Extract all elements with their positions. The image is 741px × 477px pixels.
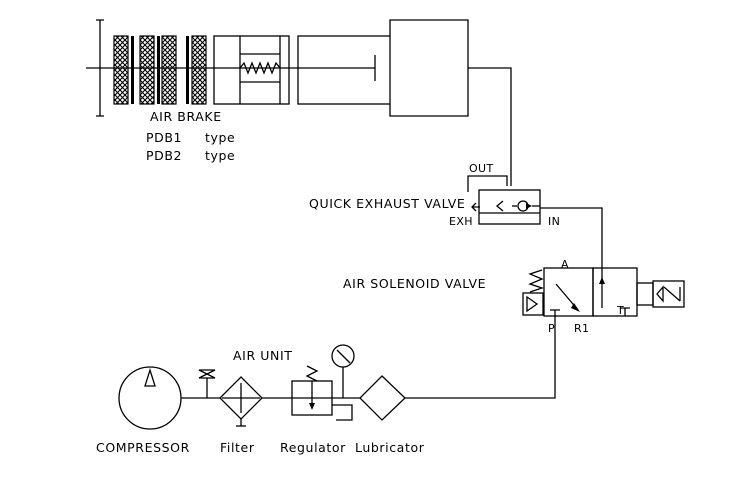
pilot-triangle-icon <box>526 295 539 313</box>
filter-label: Filter <box>220 440 255 455</box>
quick-exhaust-valve-label: QUICK EXHAUST VALVE <box>309 196 465 211</box>
regulator: Regulator <box>280 365 353 455</box>
port-p-label: P <box>548 322 555 335</box>
pdb1-type-label: type <box>205 130 235 145</box>
pressure-plate <box>131 36 134 104</box>
pilot-actuator <box>522 292 544 316</box>
compressor-body <box>118 366 182 430</box>
qev-body <box>478 189 541 225</box>
friction-disc-pack <box>113 35 207 105</box>
qev-supply-line <box>540 207 603 281</box>
port-t-label: T <box>616 304 624 317</box>
qev-in-label: IN <box>548 215 560 228</box>
supply-line <box>405 316 556 399</box>
air-solenoid-valve-label: AIR SOLENOID VALVE <box>343 276 486 291</box>
air-solenoid-valve: AIR SOLENOID VALVE A P R1 T <box>343 258 685 335</box>
solenoid-housing <box>652 280 685 308</box>
pressure-plate <box>157 36 160 104</box>
friction-disc <box>113 35 129 105</box>
exhaust-arrow-icon <box>471 202 480 212</box>
brake-chamber <box>389 19 469 117</box>
spring-housing <box>213 35 290 105</box>
air-brake-label: AIR BRAKE <box>150 109 222 124</box>
spring-icon <box>239 61 281 75</box>
lubricator-body <box>359 375 406 421</box>
brake-air-line <box>468 67 512 186</box>
air-unit-label: AIR UNIT <box>233 348 293 363</box>
qev-exh-label: EXH <box>449 215 473 228</box>
qev-out-leader <box>467 175 508 192</box>
regulator-label: Regulator <box>280 440 346 455</box>
qev-out-label: OUT <box>469 162 494 175</box>
brake-cylinder <box>297 35 391 105</box>
lubricator: Lubricator <box>355 375 425 455</box>
compressor-arrow-icon <box>144 367 156 387</box>
friction-disc <box>161 35 177 105</box>
solenoid-triangle-icon <box>656 285 664 303</box>
solenoid-coil <box>636 282 654 306</box>
return-spring-icon <box>528 269 545 293</box>
check-chevron-icon <box>495 200 504 212</box>
quick-exhaust-valve: OUT QUICK EXHAUST VALVE EXH IN <box>309 162 560 228</box>
compressor-label: COMPRESSOR <box>96 440 190 455</box>
regulator-feedback-line <box>332 404 353 421</box>
port-r1-label: R1 <box>574 322 589 335</box>
lubricator-label: Lubricator <box>355 440 425 455</box>
regulator-spring-icon <box>305 365 319 382</box>
pressure-gauge <box>331 344 355 398</box>
pressure-plate <box>186 36 189 104</box>
pdb2-model-label: PDB2 <box>146 148 182 163</box>
friction-disc <box>191 35 207 105</box>
pdb1-model-label: PDB1 <box>146 130 182 145</box>
friction-disc <box>139 35 155 105</box>
compressor: COMPRESSOR <box>96 366 190 455</box>
filter: Filter <box>219 376 263 455</box>
valve-position-2 <box>592 267 638 317</box>
pdb2-type-label: type <box>205 148 235 163</box>
air-brake: AIR BRAKE PDB1 type PDB2 type <box>86 19 469 163</box>
port-a-label: A <box>561 258 569 271</box>
drain-valve-icon <box>198 369 216 398</box>
valve-position-1 <box>543 267 594 317</box>
